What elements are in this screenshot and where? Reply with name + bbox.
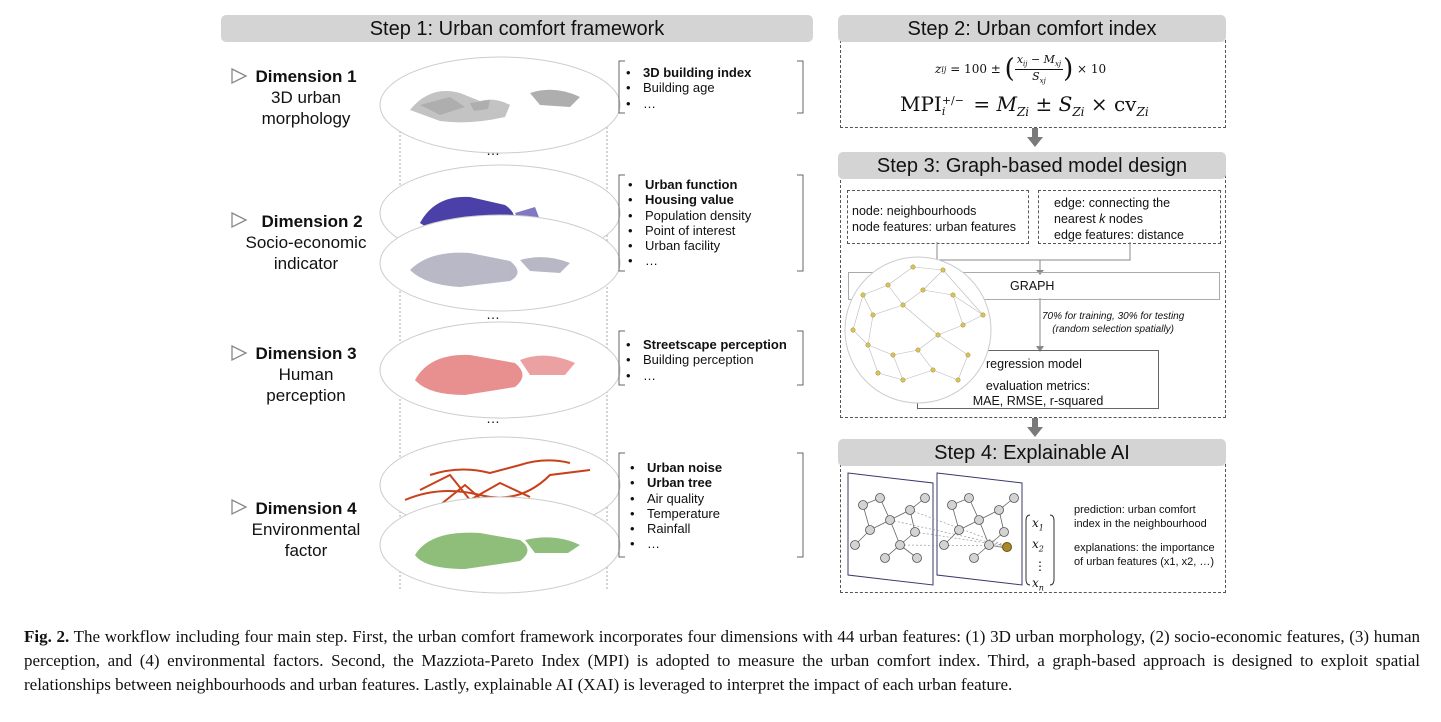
- triangle-icon: [231, 67, 248, 85]
- graph-label: GRAPH: [1010, 279, 1055, 293]
- feature-vector-brackets: [1025, 514, 1055, 586]
- dimension-sub: Socio-economic: [245, 233, 367, 252]
- dimension-sub: Environmental: [251, 520, 361, 539]
- caption-text: The workflow including four main step. F…: [24, 627, 1425, 694]
- map-dim4b: [415, 532, 580, 569]
- dimension-sub: 3D urban: [271, 88, 341, 107]
- list-item: •Rainfall: [630, 521, 691, 537]
- list-item: •Streetscape perception: [626, 337, 787, 352]
- dimension-sub: morphology: [261, 109, 351, 128]
- list-item: •Building perception: [626, 352, 754, 368]
- feature-xn: xn: [1032, 575, 1044, 593]
- explanation-text: explanations: the importance of urban fe…: [1074, 542, 1215, 568]
- list-item: •Urban facility: [628, 238, 721, 254]
- bracket-set: [618, 60, 804, 558]
- dimension-title: Dimension 3: [255, 344, 357, 363]
- evaluation-text: evaluation metrics: MAE, RMSE, r-squared: [972, 379, 1104, 408]
- feature-dots: ⋮: [1034, 558, 1046, 573]
- figure-caption: Fig. 2. The workflow including four main…: [24, 625, 1420, 697]
- step2-frame: [840, 40, 1226, 128]
- dim4-features: •Urban noise •Urban tree •Air quality •T…: [630, 460, 722, 552]
- dimension-sub: Human: [278, 365, 334, 384]
- list-item: •…: [630, 536, 660, 552]
- list-item: •…: [628, 253, 658, 269]
- step4-header: Step 4: Explainable AI: [838, 439, 1226, 466]
- triangle-icon: [231, 344, 248, 362]
- dim2-features: •Urban function •Housing value •Populati…: [628, 177, 751, 269]
- list-item: •Building age: [626, 80, 715, 96]
- node-box: [847, 190, 1029, 244]
- map-dim1: [410, 89, 580, 123]
- list-item: •Temperature: [630, 505, 720, 521]
- regression-label: regression model: [986, 357, 1082, 371]
- map-dim2b: [410, 252, 570, 287]
- step1-header: Step 1: Urban comfort framework: [221, 15, 813, 42]
- feature-x2: x2: [1032, 537, 1044, 554]
- node-box-text: node: neighbourhoods node features: urba…: [852, 204, 1017, 234]
- graph-box: [848, 272, 1220, 300]
- list-item: •Population density: [628, 207, 752, 223]
- triangle-icon: [231, 498, 248, 516]
- list-item: •3D building index: [626, 65, 752, 80]
- edge-box-text: edge: connecting the nearest k nodes edg…: [1054, 196, 1184, 242]
- xai-graph-illustration: [847, 472, 1023, 586]
- step3-connectors: [936, 242, 1131, 352]
- list-item: •Urban function: [628, 177, 738, 192]
- step4-frame: [840, 464, 1226, 593]
- dimension-title: Dimension 4: [255, 499, 357, 518]
- graph-network: [844, 256, 992, 404]
- list-item: •Air quality: [630, 490, 705, 506]
- prediction-text: prediction: urban comfort index in the n…: [1074, 504, 1207, 530]
- ellipsis-2: …: [486, 306, 500, 322]
- dim1-features: •3D building index •Building age •…: [626, 65, 751, 111]
- layer-stack: [379, 56, 621, 594]
- map-dim3: [415, 354, 575, 395]
- step3-header: Step 3: Graph-based model design: [838, 152, 1226, 179]
- dimension-title: Dimension 2: [261, 212, 363, 231]
- split-text: 70% for training, 30% for testing (rando…: [1042, 311, 1185, 335]
- dimension-sub: indicator: [273, 254, 339, 273]
- ellipsis-1: …: [486, 142, 500, 158]
- dim3-features: •Streetscape perception •Building percep…: [626, 337, 787, 383]
- ellipsis-3: …: [486, 410, 500, 426]
- list-item: •Housing value: [628, 192, 734, 208]
- dimension-sub: factor: [284, 541, 328, 560]
- list-item: •…: [626, 95, 656, 111]
- dimension-title: Dimension 1: [255, 67, 357, 86]
- feature-vector: x1 x2 ⋮ xn: [1032, 515, 1046, 596]
- dimension-sub: perception: [266, 386, 346, 405]
- list-item: •Urban tree: [630, 475, 713, 491]
- arrow-step3-step4: [1027, 418, 1043, 437]
- step2-header: Step 2: Urban comfort index: [838, 15, 1226, 42]
- list-item: •…: [626, 367, 656, 383]
- step3-frame: [840, 175, 1226, 418]
- arrow-step2-step3: [1027, 128, 1043, 147]
- caption-label: Fig. 2.: [24, 627, 70, 646]
- triangle-icon: [231, 211, 248, 229]
- feature-x1: x1: [1032, 516, 1044, 533]
- formula-mpi: MPI+/−i = MZi ± SZi × cvZi: [900, 92, 1149, 119]
- list-item: •Point of interest: [628, 222, 736, 238]
- list-item: •Urban noise: [630, 460, 723, 475]
